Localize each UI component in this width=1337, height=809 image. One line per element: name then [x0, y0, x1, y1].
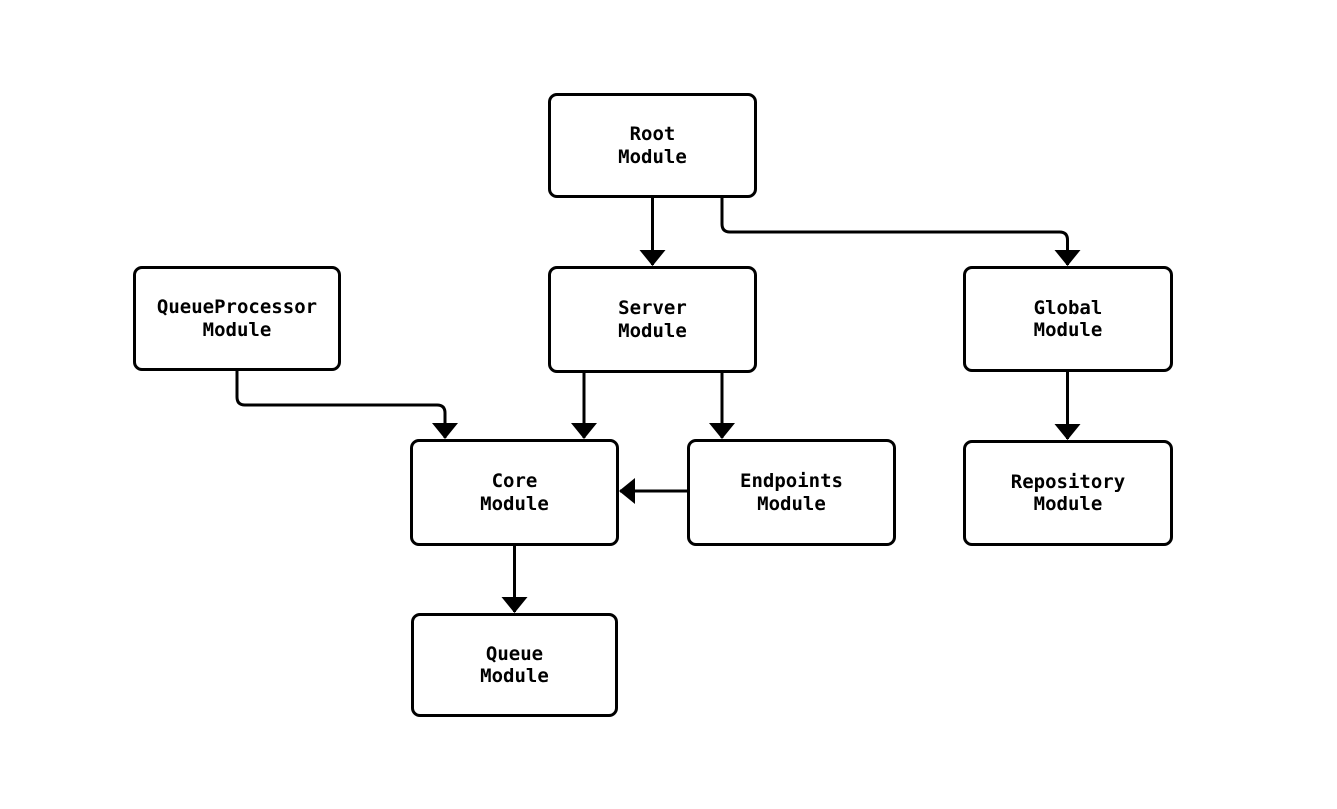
node-endpoints-module-suffix: Module — [757, 492, 826, 515]
node-endpoints-module-name: Endpoints — [740, 470, 843, 492]
node-root-module-name: Root — [629, 123, 676, 145]
node-endpoints-module: Endpoints Module — [687, 439, 896, 546]
node-repository-module-name: Repository — [1010, 470, 1126, 493]
node-root-module-suffix: Module — [618, 145, 687, 168]
edge-queueprocessor-to-core — [235, 371, 458, 439]
node-global-module: Global Module — [963, 266, 1173, 372]
node-global-module-suffix: Module — [1033, 319, 1103, 341]
node-queueprocessor-module-name: QueueProcessor — [156, 296, 318, 318]
node-queue-module: Queue Module — [411, 613, 618, 717]
node-root-module: Root Module — [548, 93, 757, 198]
node-core-module: Core Module — [410, 439, 619, 546]
node-server-module: Server Module — [548, 266, 757, 373]
node-server-module-suffix: Module — [618, 319, 687, 342]
node-global-module-name: Global — [1033, 296, 1103, 319]
node-queueprocessor-module: QueueProcessor Module — [133, 266, 341, 371]
node-repository-module-suffix: Module — [1033, 493, 1103, 515]
node-core-module-name: Core — [491, 470, 538, 492]
node-core-module-suffix: Module — [480, 492, 549, 515]
edge-root-to-global — [720, 198, 1081, 266]
node-queue-module-name: Queue — [485, 642, 544, 665]
node-queueprocessor-module-suffix: Module — [202, 318, 272, 341]
node-queue-module-suffix: Module — [480, 665, 549, 687]
node-repository-module: Repository Module — [963, 440, 1173, 546]
node-server-module-name: Server — [618, 297, 687, 319]
